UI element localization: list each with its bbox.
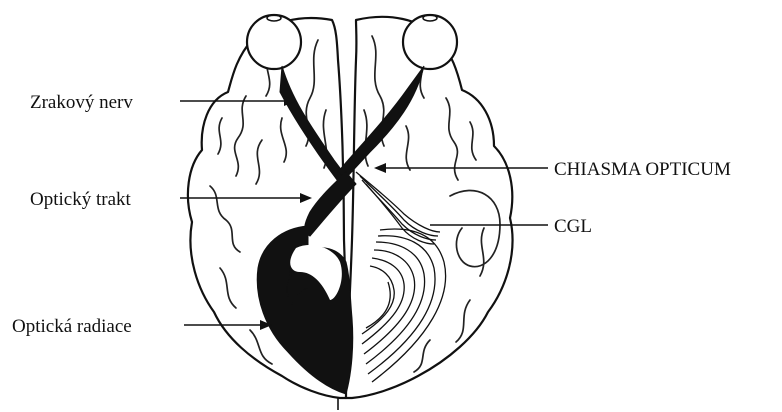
label-cgl: CGL [554, 216, 592, 237]
right-eye [403, 15, 457, 69]
label-optic-nerve: Zrakový nerv [30, 92, 133, 113]
label-optic-radiation: Optická radiace [12, 316, 132, 337]
label-optic-tract: Optický trakt [30, 189, 132, 210]
label-chiasma-opticum: CHIASMA OPTICUM [554, 159, 731, 180]
left-eye [247, 15, 301, 69]
